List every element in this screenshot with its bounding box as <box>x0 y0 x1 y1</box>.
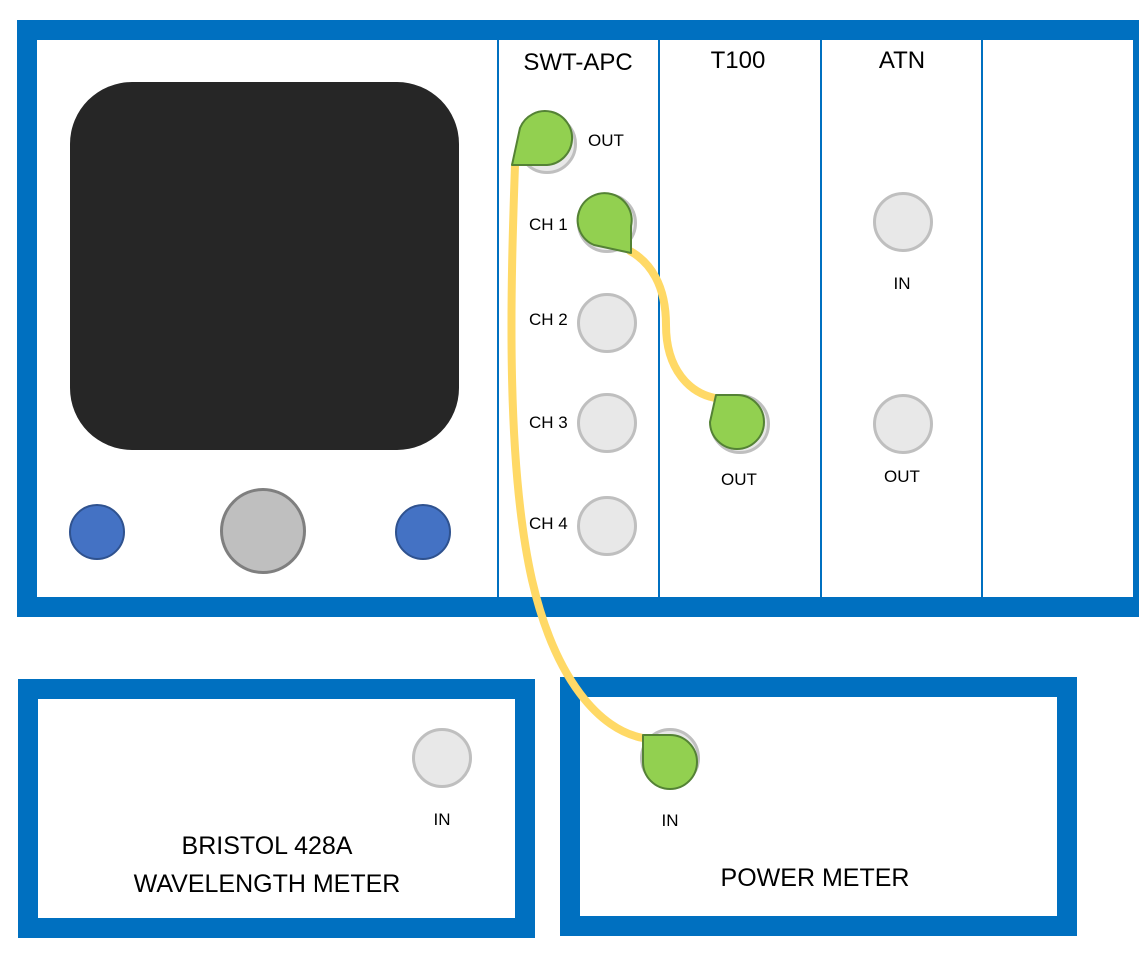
connector-swt-apc-out <box>511 110 573 166</box>
swt-apc-ch1-label: CH 1 <box>529 215 568 234</box>
fiber-cable-ch1-to-t100[interactable] <box>626 247 719 402</box>
atn-out-label: OUT <box>884 467 920 486</box>
wavelength-meter-in-port[interactable] <box>412 728 472 788</box>
module-divider <box>497 40 499 597</box>
wavelength-meter-name-line1: BRISTOL 428A <box>181 832 353 860</box>
swt-apc-ch4-label: CH 4 <box>529 514 568 533</box>
module-title-swt-apc: SWT-APC <box>523 49 633 76</box>
swt-apc-ch4-port[interactable] <box>577 496 637 556</box>
power-meter-in-label: IN <box>661 811 679 830</box>
right-blue-button[interactable] <box>395 504 451 560</box>
left-blue-button[interactable] <box>69 504 125 560</box>
swt-apc-ch3-label: CH 3 <box>529 413 568 432</box>
swt-apc-out-label: OUT <box>588 131 624 150</box>
module-divider <box>820 40 822 597</box>
module-title-t100: T100 <box>710 47 766 74</box>
control-knob[interactable] <box>220 488 306 574</box>
module-divider <box>981 40 983 597</box>
atn-in-port[interactable] <box>873 192 933 252</box>
wavelength-meter-name-line2: WAVELENGTH METER <box>133 870 401 898</box>
fiber-cable-out-to-power-meter[interactable] <box>507 161 647 742</box>
module-title-atn: ATN <box>878 47 926 74</box>
power-meter-name: POWER METER <box>720 864 910 892</box>
connector-power-meter-in <box>642 734 698 790</box>
swt-apc-ch2-port[interactable] <box>577 293 637 353</box>
controller-screen <box>70 82 459 450</box>
connector-t100-out <box>709 394 765 450</box>
atn-in-label: IN <box>893 274 911 293</box>
connector-swt-apc-ch1 <box>576 192 633 254</box>
atn-out-port[interactable] <box>873 394 933 454</box>
wavelength-meter-in-label: IN <box>433 810 451 829</box>
swt-apc-ch2-label: CH 2 <box>529 310 568 329</box>
module-divider <box>658 40 660 597</box>
t100-out-label: OUT <box>721 470 757 489</box>
swt-apc-ch3-port[interactable] <box>577 393 637 453</box>
